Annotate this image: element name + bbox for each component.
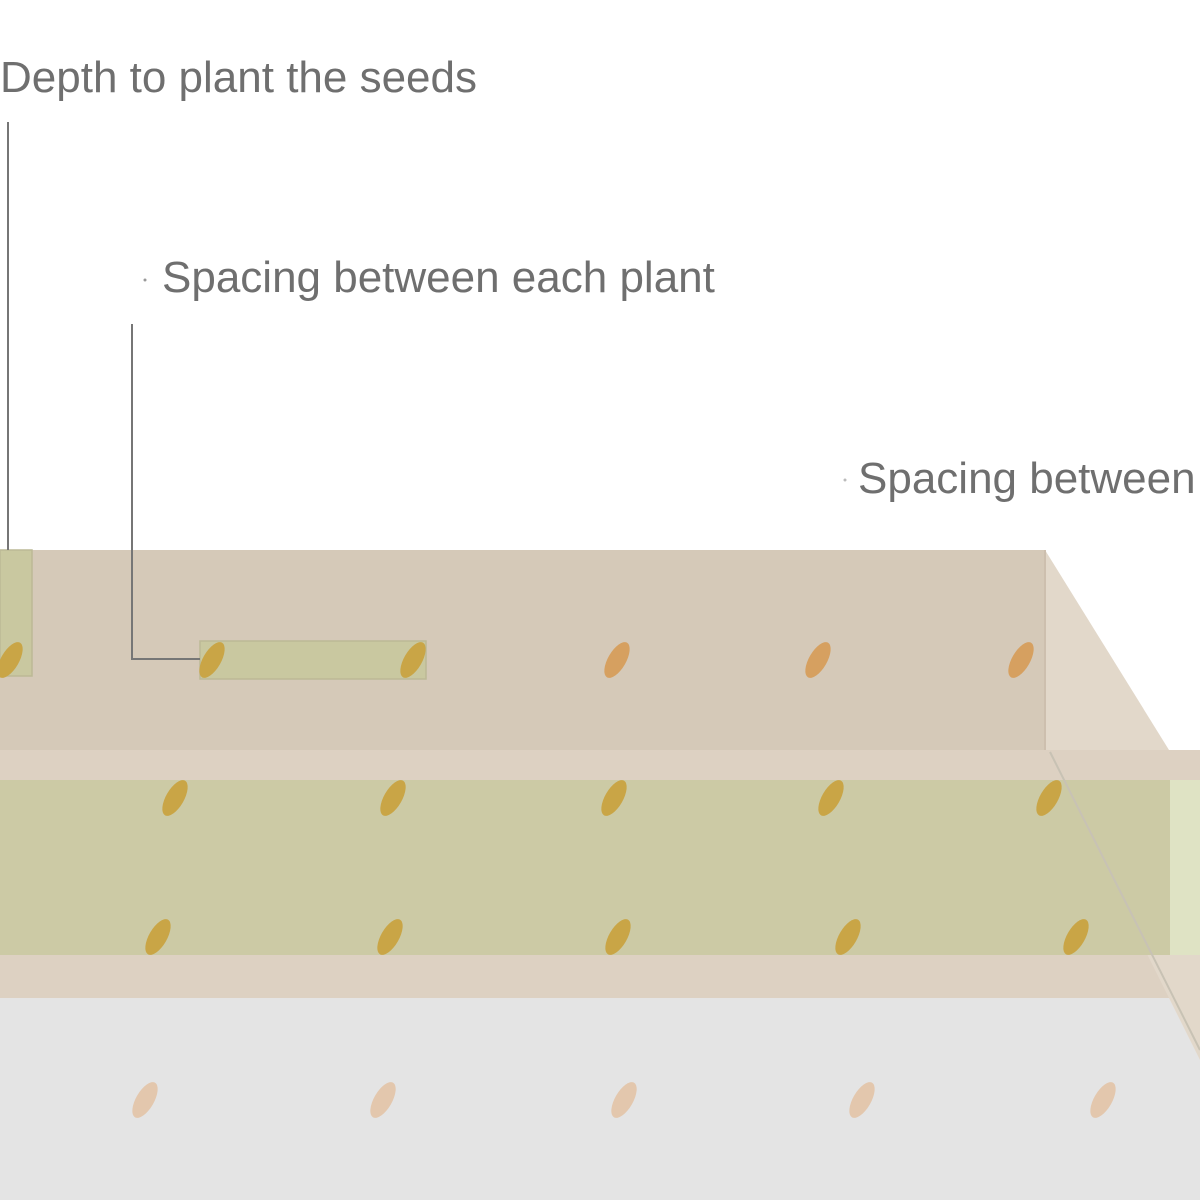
seed-icon: [849, 1082, 875, 1118]
seed-icon: [0, 642, 23, 678]
seed-icon: [377, 919, 403, 955]
seed-icon: [380, 780, 406, 816]
seed-icon: [145, 919, 171, 955]
plant-spacing-measure-box: [199, 640, 427, 680]
seed-icon: [818, 780, 844, 816]
soil-strip-middle: [0, 750, 1200, 782]
seed-row-top: [0, 642, 1034, 678]
seed-icon: [199, 642, 225, 678]
row-spacing-label-dot: [843, 478, 847, 482]
seed-icon: [1063, 919, 1089, 955]
seed-icon: [132, 1082, 158, 1118]
seed-row-band-2: [145, 919, 1089, 955]
ground-layer: [0, 995, 1200, 1200]
seed-row-ground: [132, 1082, 1116, 1118]
seed-icon: [1036, 780, 1062, 816]
seed-icon: [605, 919, 631, 955]
seed-icon: [162, 780, 188, 816]
seed-icon: [1090, 1082, 1116, 1118]
plant-spacing-leader-line: [131, 324, 200, 660]
raised-soil-bed: [0, 550, 1045, 750]
seed-icon: [1008, 642, 1034, 678]
soil-strip-lower: [0, 950, 1200, 998]
planted-band-edge: [1170, 780, 1200, 955]
seed-icon: [601, 780, 627, 816]
seed-icon: [611, 1082, 637, 1118]
planted-rows-band: [0, 780, 1200, 955]
seed-icon: [835, 919, 861, 955]
seed-icon: [400, 642, 426, 678]
row-spacing-label: Spacing between: [858, 454, 1196, 503]
seed-icon: [805, 642, 831, 678]
plant-spacing-label-dot: [143, 278, 147, 282]
seed-icon: [604, 642, 630, 678]
seed-icon: [370, 1082, 396, 1118]
seed-row-band-1: [162, 780, 1062, 816]
depth-label: Depth to plant the seeds: [0, 53, 477, 102]
perspective-line: [1049, 751, 1200, 1051]
plant-spacing-label: Spacing between each plant: [162, 253, 715, 302]
